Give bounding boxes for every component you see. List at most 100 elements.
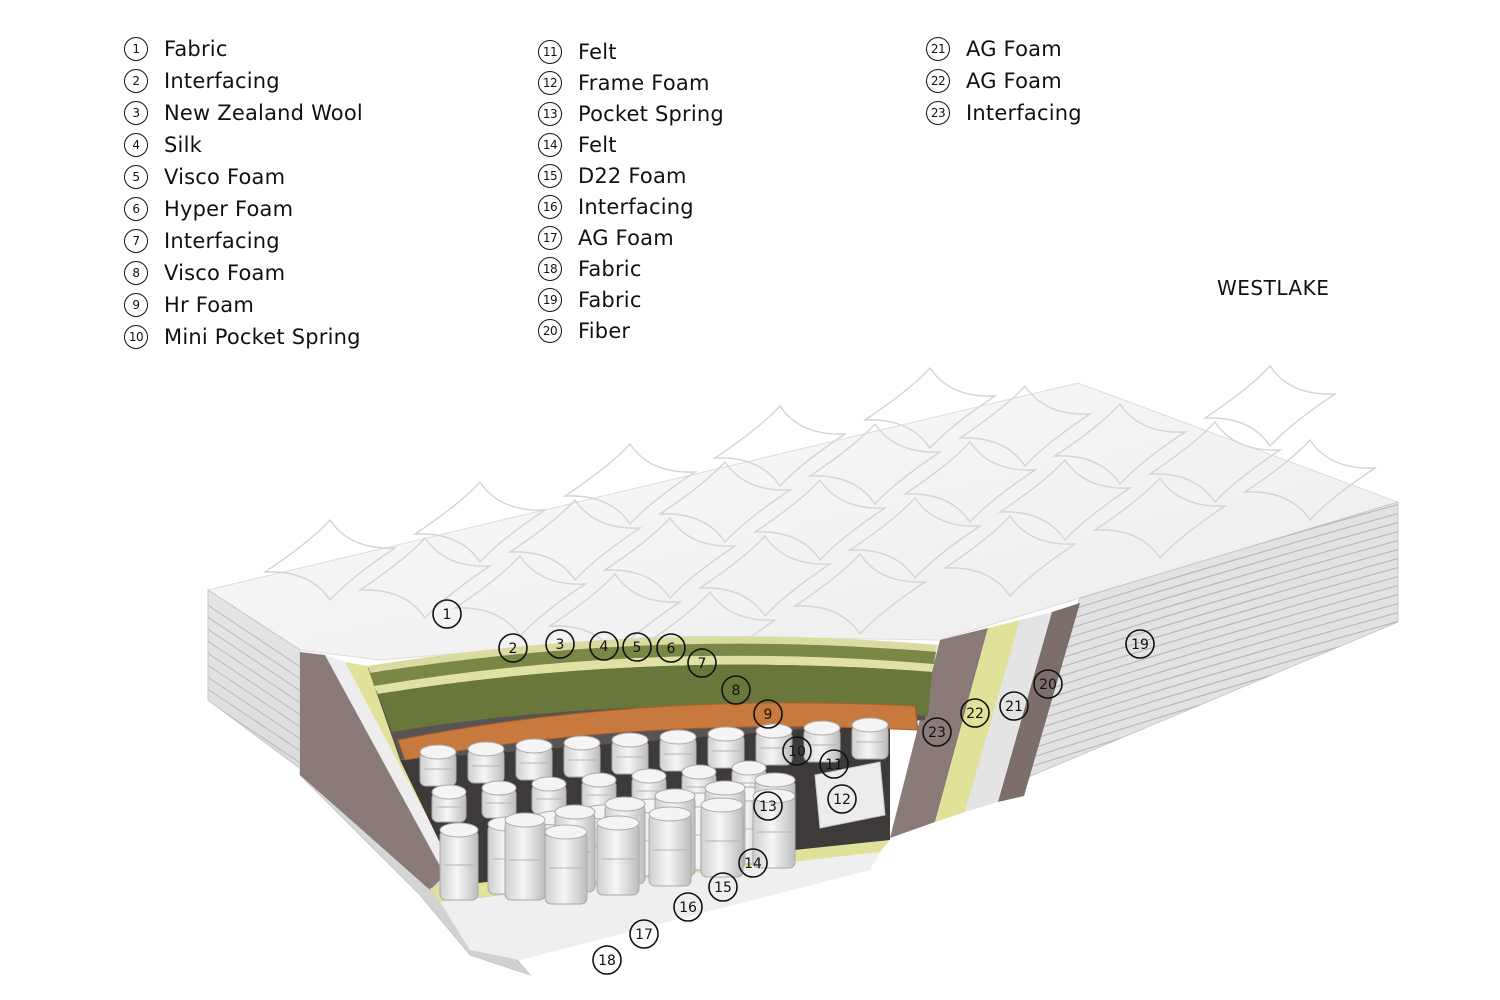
callout-label: 15 — [714, 880, 732, 896]
legend-number-icon: 2 — [124, 69, 148, 93]
legend-label: Fabric — [578, 256, 642, 281]
legend-label: Fiber — [578, 318, 631, 343]
quilt-stitch — [452, 554, 588, 638]
callout-label: 6 — [667, 641, 676, 657]
legend-item: 6 Hyper Foam — [124, 193, 363, 225]
legend-number-icon: 16 — [538, 194, 562, 219]
legend-number-icon: 18 — [538, 256, 562, 281]
legend-label: Fabric — [164, 37, 228, 61]
pocket-spring — [544, 824, 588, 905]
legend-label: Interfacing — [966, 101, 1082, 125]
quilt-stitch — [507, 498, 643, 582]
legend-item: 18 Fabric — [538, 253, 724, 284]
layer-ag-foam-21 — [965, 612, 1052, 812]
quilt-stitch — [1147, 420, 1283, 504]
quilt-stitch — [862, 366, 998, 450]
callout-19: 19 — [1125, 629, 1155, 659]
callout-13: 13 — [753, 791, 783, 821]
legend-number-icon: 14 — [538, 132, 562, 157]
callout-3: 3 — [545, 629, 575, 659]
side-seam-line — [1029, 557, 1398, 669]
callout-label: 21 — [1005, 699, 1023, 715]
callout-label: 8 — [732, 683, 741, 699]
side-seam-line — [1029, 539, 1398, 651]
quilt-stitch — [847, 496, 983, 580]
callout-6: 6 — [656, 633, 686, 663]
callout-18: 18 — [592, 945, 622, 975]
side-seam-line — [208, 671, 300, 753]
callout-label: 13 — [759, 799, 777, 815]
legend-label: Hyper Foam — [164, 197, 294, 221]
quilt-stitch — [1092, 476, 1228, 560]
quilt-stitch — [752, 478, 888, 562]
callout-5: 5 — [622, 632, 652, 662]
callout-label: 14 — [744, 856, 762, 872]
bottom-white-strip — [440, 852, 880, 960]
callout-label: 12 — [833, 792, 851, 808]
callout-label: 17 — [635, 927, 653, 943]
side-seam-line — [208, 623, 300, 705]
quilt-stitch — [792, 552, 928, 636]
side-seam-line — [1029, 530, 1398, 642]
legend-number-icon: 22 — [926, 69, 950, 93]
callout-2: 2 — [498, 633, 528, 663]
pocket-spring — [481, 780, 517, 819]
legend-number-icon: 19 — [538, 287, 562, 312]
layer-visco-foam-5 — [370, 643, 936, 686]
legend-label: Silk — [164, 133, 202, 157]
quilt-stitch — [902, 440, 1038, 524]
legend-label: Frame Foam — [578, 70, 710, 95]
side-seam-line — [208, 683, 300, 765]
callout-9: 9 — [753, 699, 783, 729]
layer-left-white — [325, 655, 455, 875]
side-seam-line — [208, 635, 300, 717]
quilt-stitch — [957, 384, 1093, 468]
callout-8: 8 — [721, 675, 751, 705]
pocket-springs — [419, 717, 889, 905]
callout-label: 22 — [966, 706, 984, 722]
legend-label: Visco Foam — [164, 261, 286, 285]
callout-14: 14 — [738, 848, 768, 878]
quilt-stitch — [997, 458, 1133, 542]
legend-label: D22 Foam — [578, 163, 687, 188]
callout-label: 2 — [509, 641, 518, 657]
side-seam-line — [1029, 593, 1398, 705]
legend-label: Interfacing — [164, 229, 280, 253]
quilt-stitch — [657, 460, 793, 544]
legend-label: Interfacing — [578, 194, 694, 219]
layer-visco-foam-8 — [378, 664, 932, 732]
callout-20: 20 — [1033, 669, 1063, 699]
pocket-spring — [648, 806, 692, 887]
pocket-spring — [755, 723, 793, 766]
callout-label: 16 — [679, 900, 697, 916]
callout-12: 12 — [827, 784, 857, 814]
layer-interfacing-7 — [374, 655, 934, 694]
pocket-spring — [531, 776, 567, 815]
legend-number-icon: 4 — [124, 133, 148, 157]
side-seam-line — [208, 611, 300, 693]
callout-label: 1 — [443, 607, 452, 623]
quilt-stitch — [697, 534, 833, 618]
legend-label: Pocket Spring — [578, 101, 724, 126]
legend-label: AG Foam — [966, 37, 1062, 61]
legend-item: 8 Visco Foam — [124, 257, 363, 289]
legend-number-icon: 6 — [124, 197, 148, 221]
legend-number-icon: 8 — [124, 261, 148, 285]
pocket-spring — [659, 729, 697, 772]
side-seam-line — [1029, 584, 1398, 696]
